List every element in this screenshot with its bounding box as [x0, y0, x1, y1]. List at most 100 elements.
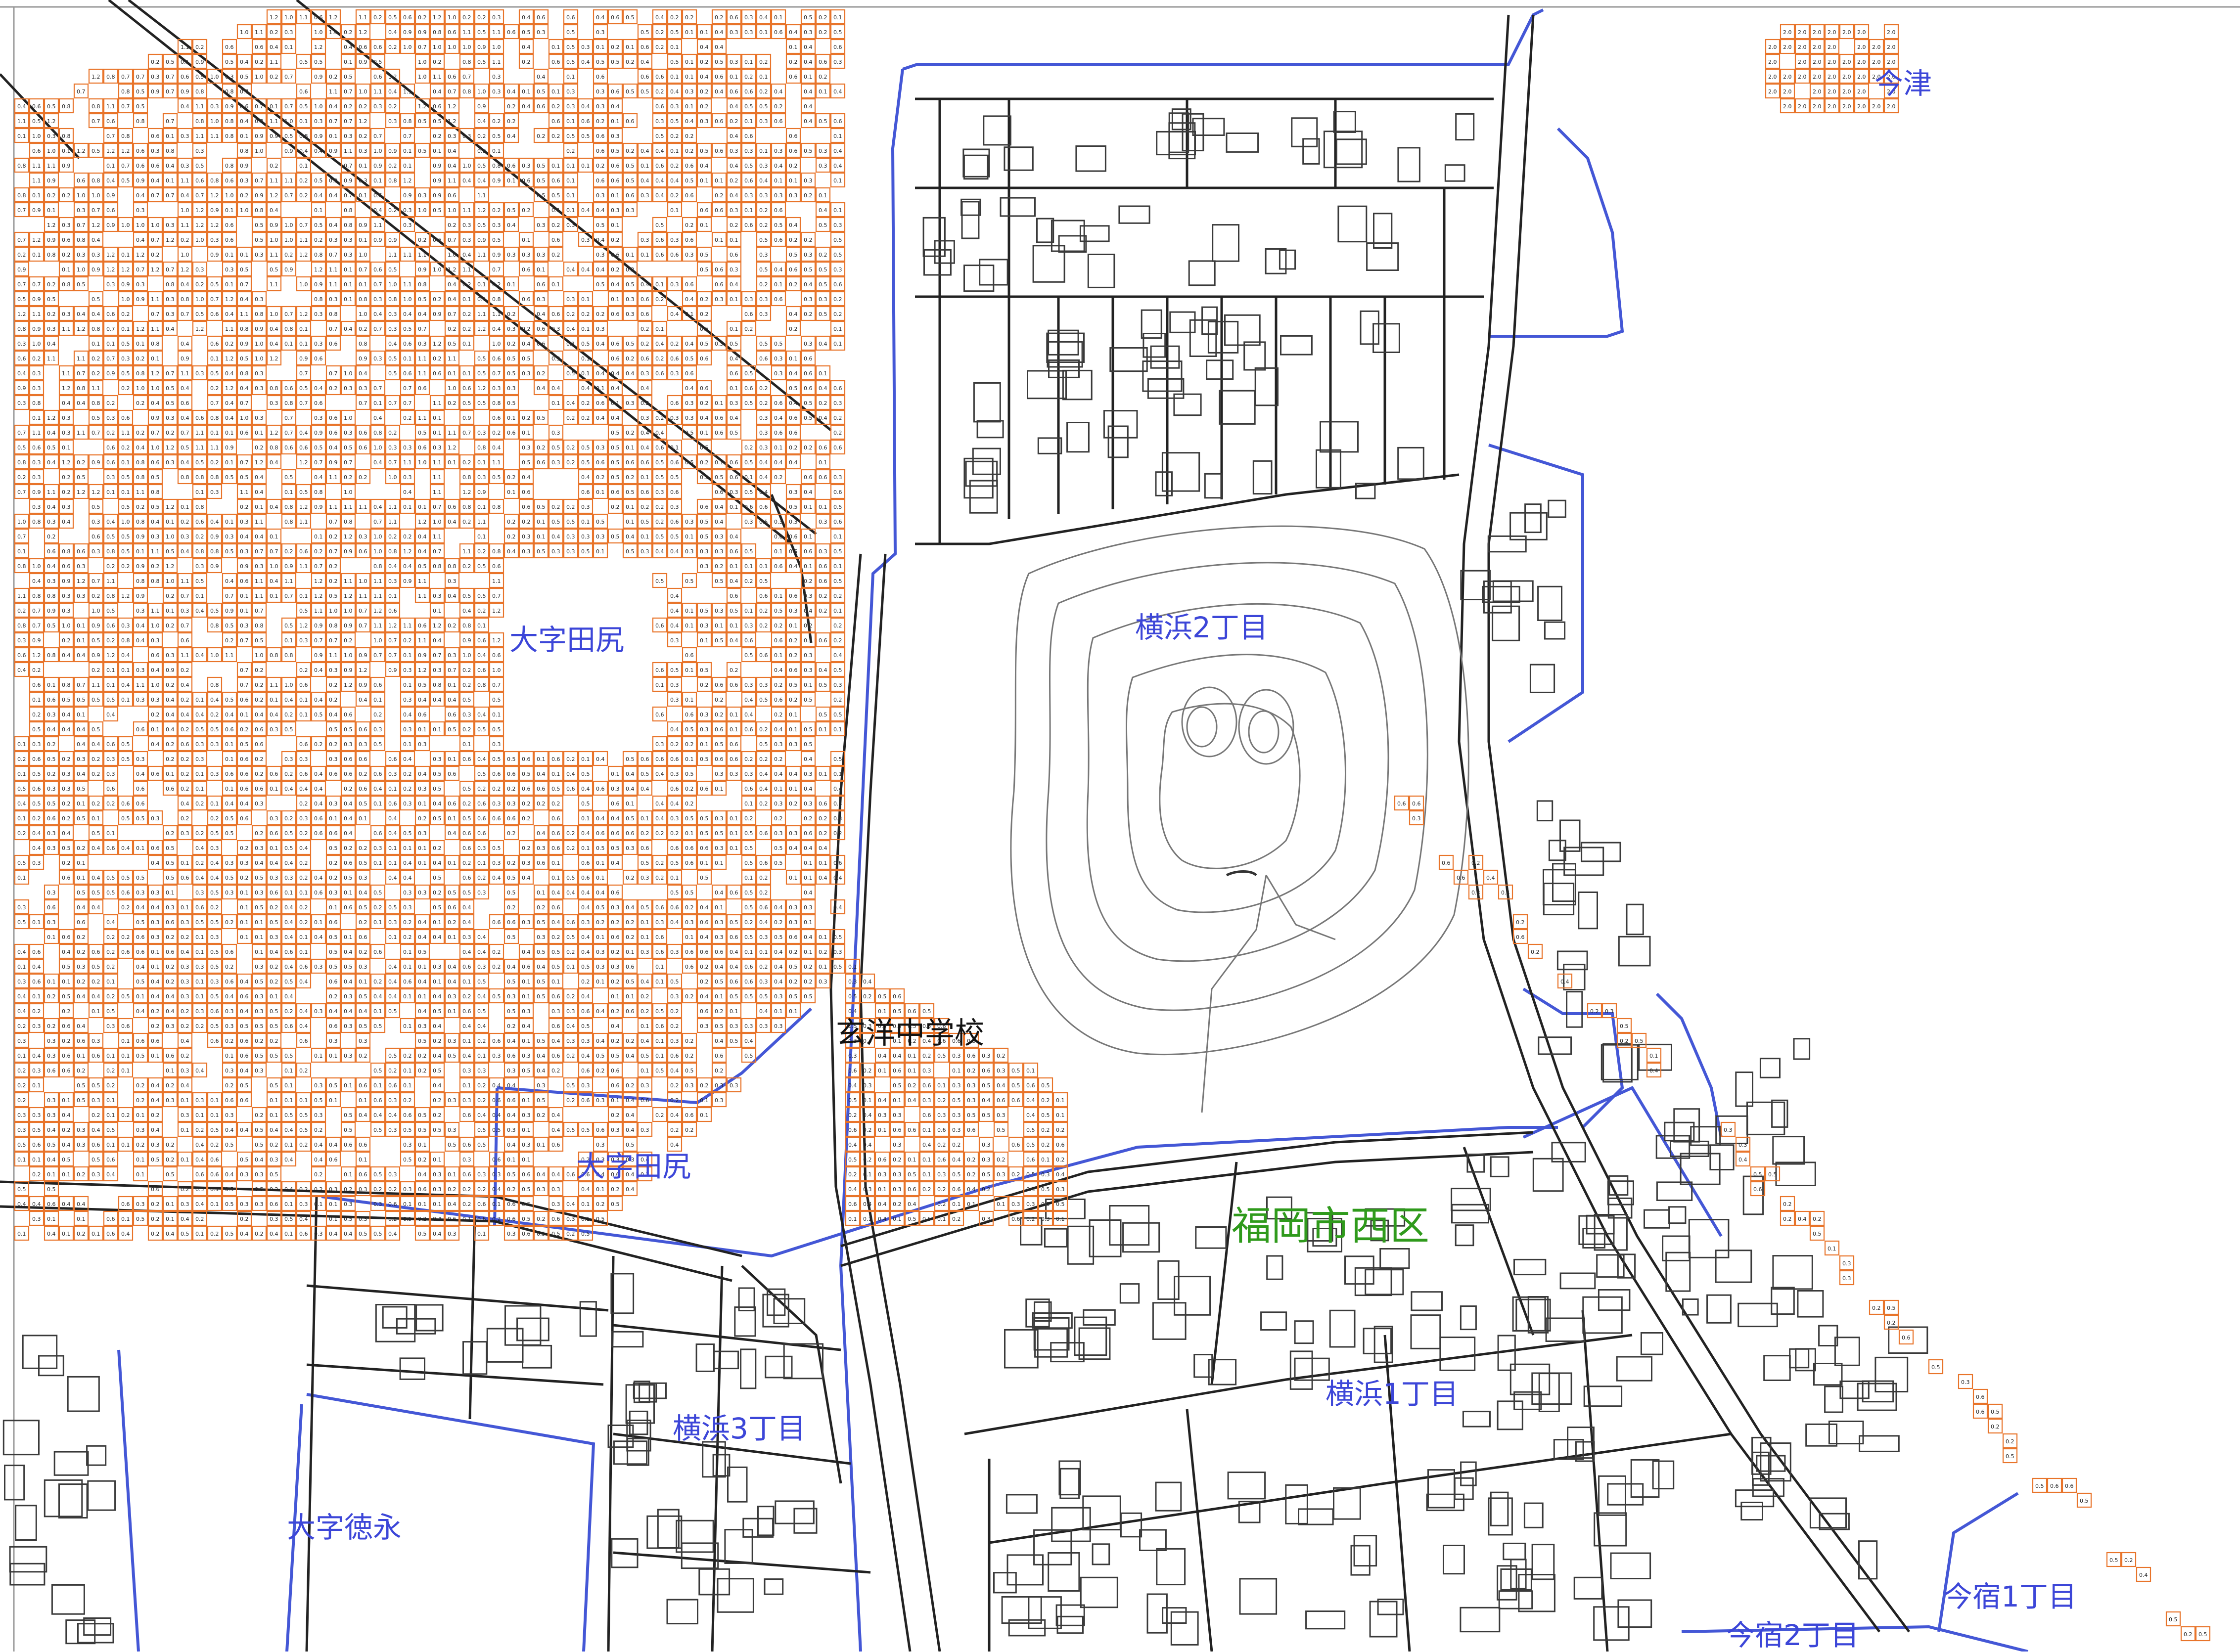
- svg-text:0.6: 0.6: [730, 14, 738, 21]
- svg-text:0.2: 0.2: [730, 118, 738, 125]
- svg-text:0.2: 0.2: [388, 44, 397, 50]
- svg-text:0.5: 0.5: [626, 14, 635, 21]
- svg-text:2.0: 2.0: [1828, 89, 1836, 95]
- svg-text:0.4: 0.4: [730, 103, 738, 110]
- svg-text:0.8: 0.8: [106, 74, 115, 80]
- svg-text:2.0: 2.0: [1783, 74, 1792, 80]
- svg-text:0.6: 0.6: [106, 118, 115, 125]
- svg-text:0.9: 0.9: [181, 89, 189, 95]
- svg-text:0.5: 0.5: [32, 118, 41, 125]
- svg-text:0.3: 0.3: [566, 103, 575, 110]
- svg-text:0.8: 0.8: [195, 89, 204, 95]
- svg-text:1.0: 1.0: [32, 133, 41, 139]
- svg-text:0.4: 0.4: [17, 103, 26, 110]
- svg-text:0.2: 0.2: [329, 74, 338, 80]
- svg-text:0.3: 0.3: [611, 133, 620, 139]
- svg-text:0.1: 0.1: [819, 89, 827, 95]
- svg-text:2.0: 2.0: [1813, 74, 1822, 80]
- svg-text:0.5: 0.5: [670, 29, 679, 36]
- svg-text:0.2: 0.2: [774, 103, 783, 110]
- svg-text:2.0: 2.0: [1857, 89, 1866, 95]
- svg-text:0.1: 0.1: [774, 14, 783, 21]
- svg-text:0.2: 0.2: [388, 103, 397, 110]
- svg-text:0.7: 0.7: [329, 118, 338, 125]
- svg-text:0.3: 0.3: [744, 14, 753, 21]
- svg-text:0.8: 0.8: [403, 118, 412, 125]
- svg-text:0.7: 0.7: [240, 89, 249, 95]
- svg-text:1.2: 1.2: [448, 103, 457, 110]
- svg-text:0.9: 0.9: [477, 44, 486, 50]
- svg-text:0.4: 0.4: [596, 14, 605, 21]
- svg-text:0.4: 0.4: [477, 118, 486, 125]
- svg-text:0.1: 0.1: [789, 44, 798, 50]
- svg-text:0.8: 0.8: [255, 118, 264, 125]
- svg-text:0.5: 0.5: [433, 118, 442, 125]
- svg-text:0.3: 0.3: [537, 29, 546, 36]
- label-yokohama-2: 横浜2丁目: [1135, 613, 1268, 642]
- svg-text:0.6: 0.6: [730, 89, 738, 95]
- svg-text:0.7: 0.7: [121, 103, 130, 110]
- svg-text:0.4: 0.4: [804, 103, 813, 110]
- svg-text:0.4: 0.4: [388, 29, 397, 36]
- svg-text:0.3: 0.3: [685, 89, 694, 95]
- svg-text:1.0: 1.0: [284, 118, 293, 125]
- svg-text:0.5: 0.5: [225, 59, 234, 65]
- svg-text:0.2: 0.2: [344, 29, 353, 36]
- svg-text:0.2: 0.2: [551, 103, 560, 110]
- svg-text:1.0: 1.0: [314, 103, 323, 110]
- svg-text:0.7: 0.7: [462, 74, 471, 80]
- svg-text:0.7: 0.7: [448, 89, 457, 95]
- svg-text:0.2: 0.2: [270, 29, 278, 36]
- svg-text:1.2: 1.2: [329, 14, 338, 21]
- svg-text:1.0: 1.0: [284, 14, 293, 21]
- svg-text:0.4: 0.4: [700, 74, 709, 80]
- svg-text:1.2: 1.2: [359, 29, 367, 36]
- svg-text:0.7: 0.7: [344, 89, 353, 95]
- svg-text:0.5: 0.5: [670, 118, 679, 125]
- svg-text:0.7: 0.7: [121, 74, 130, 80]
- svg-text:0.2: 0.2: [700, 103, 709, 110]
- svg-text:2.0: 2.0: [1842, 74, 1851, 80]
- svg-text:0.6: 0.6: [640, 74, 649, 80]
- svg-text:0.2: 0.2: [819, 29, 827, 36]
- svg-text:0.9: 0.9: [195, 59, 204, 65]
- svg-text:1.1: 1.1: [492, 29, 501, 36]
- svg-text:2.0: 2.0: [1813, 103, 1822, 110]
- svg-text:2.0: 2.0: [1857, 74, 1866, 80]
- svg-text:1.1: 1.1: [462, 29, 471, 36]
- svg-text:0.1: 0.1: [166, 133, 175, 139]
- svg-text:0.3: 0.3: [670, 103, 679, 110]
- svg-text:0.5: 0.5: [284, 133, 293, 139]
- svg-text:0.9: 0.9: [255, 133, 264, 139]
- svg-text:0.1: 0.1: [833, 133, 842, 139]
- svg-text:0.6: 0.6: [789, 74, 798, 80]
- svg-text:2.0: 2.0: [1798, 103, 1807, 110]
- svg-text:0.3: 0.3: [655, 118, 664, 125]
- svg-text:0.4: 0.4: [329, 103, 338, 110]
- svg-text:0.9: 0.9: [359, 59, 367, 65]
- svg-text:0.5: 0.5: [388, 14, 397, 21]
- svg-text:0.5: 0.5: [566, 44, 575, 50]
- svg-text:0.2: 0.2: [819, 14, 827, 21]
- svg-text:0.6: 0.6: [537, 103, 546, 110]
- svg-text:0.2: 0.2: [359, 103, 367, 110]
- svg-text:0.1: 0.1: [270, 103, 278, 110]
- svg-text:1.2: 1.2: [359, 118, 367, 125]
- svg-text:1.1: 1.1: [299, 14, 308, 21]
- svg-text:2.0: 2.0: [1813, 29, 1822, 36]
- svg-text:2.0: 2.0: [1768, 89, 1777, 95]
- svg-text:0.3: 0.3: [596, 29, 605, 36]
- svg-text:0.4: 0.4: [522, 44, 531, 50]
- svg-text:2.0: 2.0: [1768, 74, 1777, 80]
- svg-text:2.0: 2.0: [1813, 59, 1822, 65]
- svg-text:0.5: 0.5: [136, 89, 145, 95]
- svg-text:0.1: 0.1: [670, 44, 679, 50]
- svg-text:0.3: 0.3: [581, 44, 590, 50]
- svg-text:0.6: 0.6: [655, 74, 664, 80]
- svg-text:0.1: 0.1: [759, 74, 768, 80]
- svg-text:0.5: 0.5: [833, 29, 842, 36]
- svg-text:0.1: 0.1: [700, 29, 709, 36]
- svg-text:0.4: 0.4: [685, 118, 694, 125]
- svg-text:1.2: 1.2: [91, 74, 100, 80]
